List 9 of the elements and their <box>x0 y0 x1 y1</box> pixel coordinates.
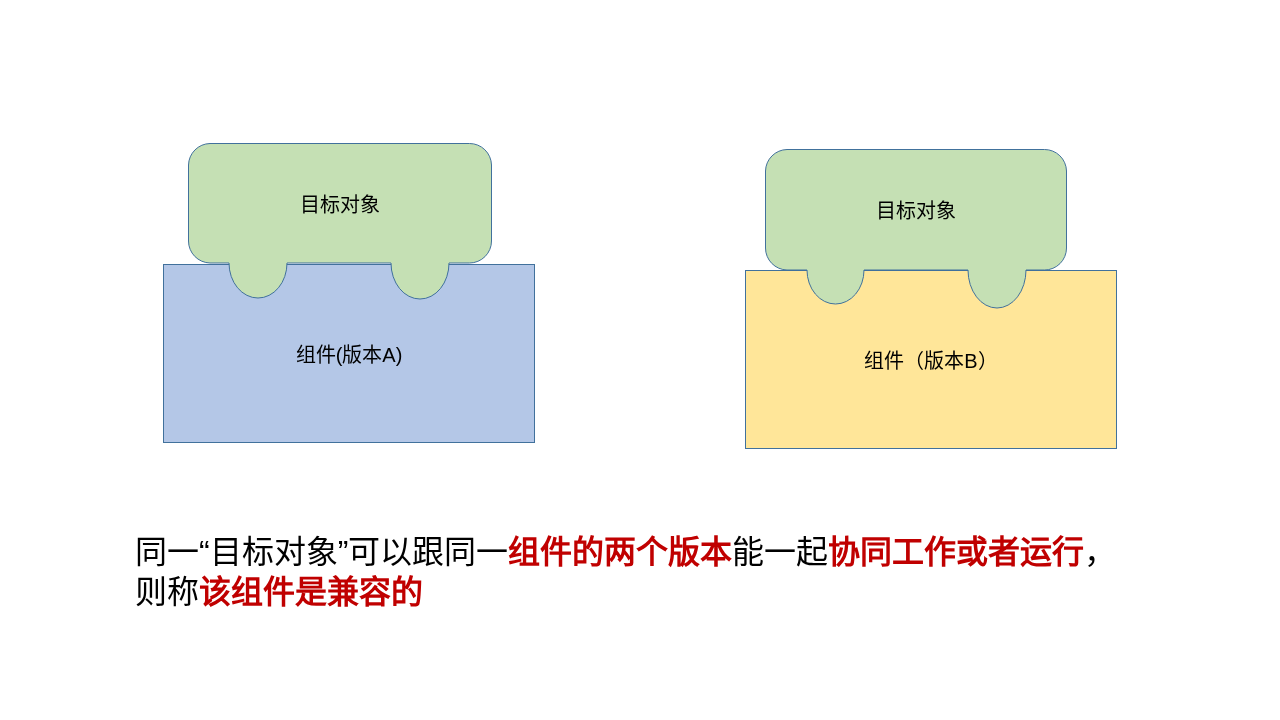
node-label: 组件（版本B） <box>864 349 998 374</box>
component-block <box>745 270 1117 449</box>
node-label: 目标对象 <box>876 199 956 224</box>
node-label: 组件(版本A) <box>295 343 403 368</box>
puzzle-piece <box>188 143 492 300</box>
caption-text: 同一“目标对象”可以跟同一组件的两个版本能一起协同工作或者运行，则称该组件是兼容的 <box>135 533 1118 612</box>
component-block <box>163 264 535 443</box>
node-label: 目标对象 <box>300 192 380 218</box>
puzzle-piece <box>765 149 1067 309</box>
